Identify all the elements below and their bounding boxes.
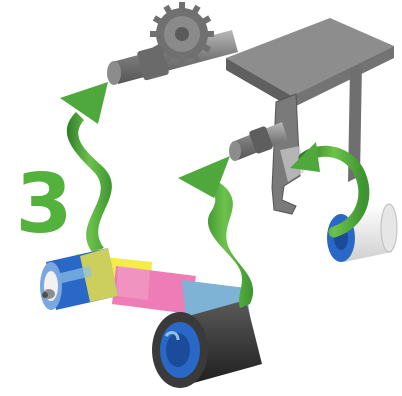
step-number: 3 [8, 164, 78, 246]
upper-shaft-end [107, 61, 121, 85]
load-arrow-left-head [60, 82, 108, 124]
lower-shaft-end [229, 141, 241, 161]
takeup-spool-icon [152, 300, 262, 388]
ribbon-cartridge-icon [40, 248, 262, 388]
supply-spool-icon [40, 248, 118, 310]
printer-mechanism [107, 2, 394, 214]
